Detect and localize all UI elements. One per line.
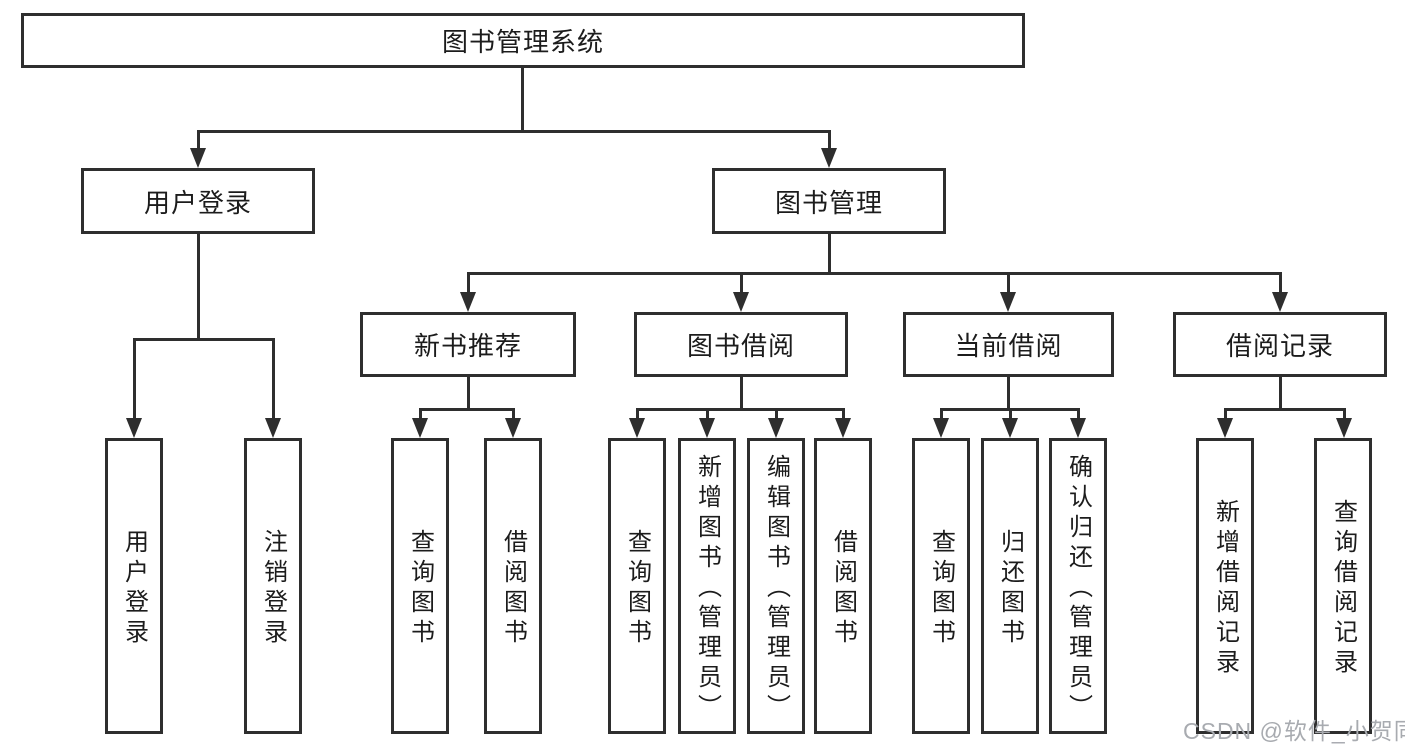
arrowhead-icon [1000, 292, 1016, 312]
connector-line [419, 408, 515, 411]
leaf-query-book-borrowing: 查询图书 [608, 438, 666, 734]
node-current-borrowing: 当前借阅 [903, 312, 1114, 377]
node-root: 图书管理系统 [21, 13, 1025, 68]
connector-line [272, 338, 275, 420]
arrowhead-icon [460, 292, 476, 312]
leaf-logout: 注销登录 [244, 438, 302, 734]
leaf-query-book-recommend-label: 查询图书 [406, 529, 434, 649]
arrowhead-icon [412, 418, 428, 438]
connector-line [1224, 408, 1344, 411]
node-new-book-recommendation-label: 新书推荐 [413, 331, 522, 361]
arrowhead-icon [505, 418, 521, 438]
leaf-query-book-current-label: 查询图书 [927, 529, 955, 649]
connector-line [467, 272, 470, 292]
arrowhead-icon [1217, 418, 1233, 438]
leaf-query-book-borrowing-label: 查询图书 [623, 529, 651, 649]
node-book-borrowing: 图书借阅 [634, 312, 848, 377]
leaf-query-borrow-record: 查询借阅记录 [1314, 438, 1372, 734]
leaf-query-book-recommend: 查询图书 [391, 438, 449, 734]
watermark: CSDN @软件_小贺同学 [1183, 718, 1405, 744]
connector-line [1007, 272, 1010, 292]
arrowhead-icon [1272, 292, 1288, 312]
arrowhead-icon [126, 418, 142, 438]
arrowhead-icon [265, 418, 281, 438]
leaf-add-book-admin: 新增图书（管理员） [678, 438, 736, 734]
leaf-edit-book-admin: 编辑图书（管理员） [747, 438, 805, 734]
node-borrowing-records: 借阅记录 [1173, 312, 1387, 377]
arrowhead-icon [933, 418, 949, 438]
leaf-logout-label: 注销登录 [259, 529, 287, 649]
leaf-user-login-label: 用户登录 [120, 529, 148, 649]
connector-line [133, 338, 136, 420]
node-user-login-label: 用户登录 [143, 187, 252, 218]
leaf-borrow-book-label: 借阅图书 [829, 529, 857, 649]
node-new-book-recommendation: 新书推荐 [360, 312, 576, 377]
leaf-edit-book-admin-label: 编辑图书（管理员） [762, 454, 790, 724]
leaf-borrow-book-recommend: 借阅图书 [484, 438, 542, 734]
leaf-add-borrow-record-label: 新增借阅记录 [1211, 499, 1239, 679]
leaf-add-book-admin-label: 新增图书（管理员） [693, 454, 721, 724]
connector-line [1077, 408, 1080, 420]
node-root-label: 图书管理系统 [441, 27, 604, 57]
node-user-login: 用户登录 [81, 168, 315, 234]
leaf-confirm-return-admin: 确认归还（管理员） [1049, 438, 1107, 734]
leaf-return-book: 归还图书 [981, 438, 1039, 734]
connector-line [740, 272, 743, 292]
connector-line [467, 272, 1282, 275]
arrowhead-icon [1002, 418, 1018, 438]
connector-line [1279, 272, 1282, 292]
arrowhead-icon [1070, 418, 1086, 438]
node-book-management: 图书管理 [712, 168, 946, 234]
connector-line [706, 408, 709, 420]
arrowhead-icon [768, 418, 784, 438]
connector-line [1224, 408, 1227, 420]
arrowhead-icon [835, 418, 851, 438]
connector-line [133, 338, 275, 341]
arrowhead-icon [821, 148, 837, 168]
connector-line [1007, 377, 1010, 408]
connector-line [197, 130, 200, 150]
leaf-user-login: 用户登录 [105, 438, 163, 734]
node-book-borrowing-label: 图书借阅 [686, 331, 795, 361]
connector-line [197, 234, 200, 338]
node-book-management-label: 图书管理 [774, 187, 883, 218]
connector-line [197, 130, 831, 133]
arrowhead-icon [733, 292, 749, 312]
leaf-confirm-return-admin-label: 确认归还（管理员） [1064, 454, 1092, 724]
connector-line [842, 408, 845, 420]
leaf-borrow-book: 借阅图书 [814, 438, 872, 734]
arrowhead-icon [629, 418, 645, 438]
connector-line [775, 408, 778, 420]
leaf-query-book-current: 查询图书 [912, 438, 970, 734]
leaf-add-borrow-record: 新增借阅记录 [1196, 438, 1254, 734]
connector-line [1279, 377, 1282, 408]
connector-line [512, 408, 515, 420]
connector-line [521, 68, 524, 130]
connector-line [419, 408, 422, 420]
node-borrowing-records-label: 借阅记录 [1225, 331, 1334, 361]
connector-line [940, 408, 943, 420]
connector-line [1343, 408, 1346, 420]
leaf-return-book-label: 归还图书 [996, 529, 1024, 649]
connector-line [636, 408, 639, 420]
arrowhead-icon [190, 148, 206, 168]
connector-line [828, 234, 831, 272]
arrowhead-icon [699, 418, 715, 438]
leaf-borrow-book-recommend-label: 借阅图书 [499, 529, 527, 649]
node-current-borrowing-label: 当前借阅 [954, 331, 1063, 361]
leaf-query-borrow-record-label: 查询借阅记录 [1329, 499, 1357, 679]
connector-line [467, 377, 470, 408]
arrowhead-icon [1336, 418, 1352, 438]
connector-line [740, 377, 743, 408]
connector-line [636, 408, 845, 411]
connector-line [828, 130, 831, 150]
connector-line [1009, 408, 1012, 420]
